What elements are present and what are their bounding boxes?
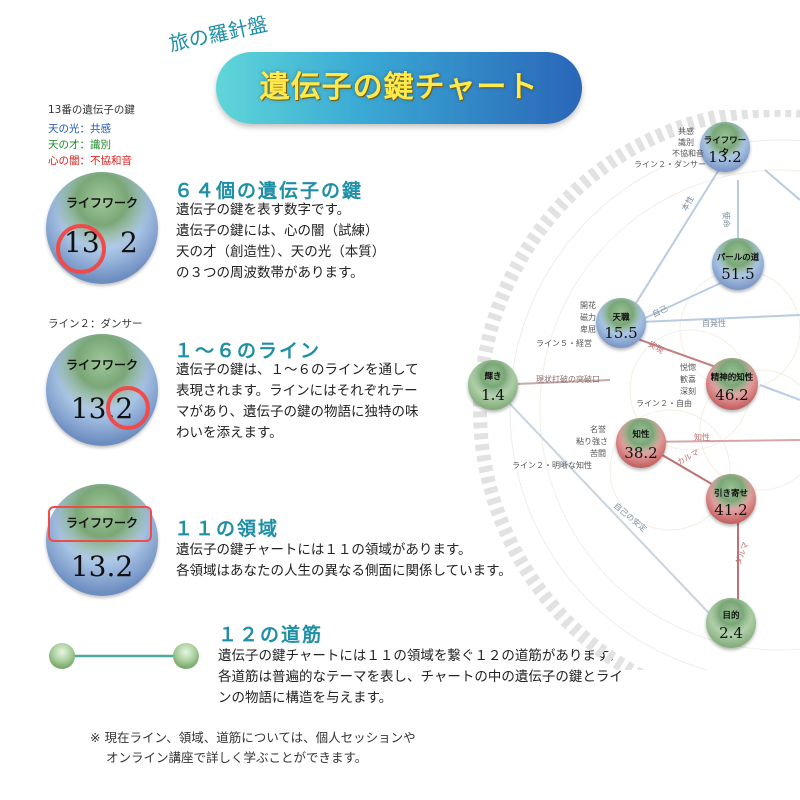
legend-gift: 天の才：識別 xyxy=(48,139,111,151)
annotation-text: 磁力 xyxy=(580,313,596,322)
pathway-icon xyxy=(49,643,199,669)
ball-label: ライフワーク xyxy=(65,358,138,372)
ball-value: 13.2 xyxy=(70,550,134,583)
node-value: 41.2 xyxy=(714,501,748,519)
text-line: 遺伝子の鍵を表す数字です。 xyxy=(176,202,351,218)
legend-shadow: 心の闇：不協和音 xyxy=(48,155,132,167)
ball-label: ライフワーク xyxy=(65,516,138,530)
section-body-pathways: 遺伝子の鍵チャートには１１の領域を繋ぐ１２の道筋があります。 各道筋は普遍的なテ… xyxy=(218,646,623,709)
node-highlight xyxy=(712,238,764,290)
gene-key-ball-example: ライフワーク 13 2 xyxy=(46,172,158,284)
legend-light: 天の光：共感 xyxy=(48,123,111,135)
node-value: 15.5 xyxy=(604,324,638,342)
chart-node-mokuteki[interactable]: 目的 2.4 xyxy=(706,598,756,648)
text-line: 遺伝子の鍵は、１～６のラインを通して xyxy=(176,362,419,378)
node-label: 引き寄せ xyxy=(713,489,748,499)
section-title-spheres: １１の領域 xyxy=(174,518,280,540)
section-title-lines: １～６のライン xyxy=(174,340,322,362)
node-highlight xyxy=(700,122,750,172)
node-label: パールの道 xyxy=(716,253,760,263)
annotation-text: 粘り強さ xyxy=(576,437,608,446)
annotation-text: 深刻 xyxy=(680,387,696,396)
annotation-text: 不協和音 xyxy=(672,149,704,158)
chart-background xyxy=(473,110,800,670)
ball-line-number: 2 xyxy=(120,226,138,259)
ball-label: ライフワーク xyxy=(65,196,138,210)
annotation-text: ライン２・明晰な知性 xyxy=(512,461,592,470)
text-line: 遺伝子の鍵チャートには１１の領域を繋ぐ１２の道筋があります。 xyxy=(218,648,622,664)
path-label: 知性 xyxy=(694,433,710,442)
text-line: 遺伝子の鍵チャートには１１の領域があります。 xyxy=(176,542,472,558)
text-line: 表現されます。ラインにはそれぞれテー xyxy=(176,383,418,399)
chart-node-tenshoku[interactable]: 天職 15.5 xyxy=(596,298,646,348)
footnote: ※ 現在ライン、領域、道筋については、個人セッションや オンライン講座で詳しく学… xyxy=(90,728,416,768)
annotation-text: 歓喜 xyxy=(680,375,696,384)
line-caption: ライン２：ダンサー xyxy=(48,318,143,330)
section-title-pathways: １２の道筋 xyxy=(218,624,324,646)
node-label: 天職 xyxy=(612,313,630,323)
node-highlight xyxy=(706,474,756,524)
annotation-text: ライン２・自由 xyxy=(636,399,692,408)
annotation-text: 識別 xyxy=(678,138,694,147)
chart-node-seishin[interactable]: 精神的知性 46.2 xyxy=(706,358,758,410)
node-label: 知性 xyxy=(632,430,650,440)
node-value: 2.4 xyxy=(719,624,743,642)
annotation-text: 名誉 xyxy=(590,425,606,434)
page-title: 遺伝子の鍵チャート xyxy=(259,70,539,105)
text-line: 各道筋は普遍的なテーマを表し、チャートの中の遺伝子の鍵とライ xyxy=(218,669,623,685)
header-subtitle: 旅の羅針盤 xyxy=(166,11,270,57)
annotation-text: 苦闘 xyxy=(590,449,606,458)
chart-node-lifework[interactable]: ライフワーク 13.2 xyxy=(700,122,750,172)
footnote-line: ※ 現在ライン、領域、道筋については、個人セッションや xyxy=(90,730,416,745)
node-value: 38.2 xyxy=(624,444,658,462)
gene-key-ball-line: ライフワーク 13.2 xyxy=(46,334,158,446)
section-body-keys: 遺伝子の鍵を表す数字です。 遺伝子の鍵には、心の闇（試練） 天の才（創造性）、天… xyxy=(176,200,385,284)
node-highlight xyxy=(706,598,756,648)
node-highlight xyxy=(706,358,758,410)
annotation-text: 開花 xyxy=(580,301,596,310)
chart-node-chisei[interactable]: 知性 38.2 xyxy=(616,418,666,468)
footnote-line: オンライン講座で詳しく学ぶことができます。 xyxy=(106,750,368,765)
section-title-keys: ６４個の遺伝子の鍵 xyxy=(174,180,364,202)
section-body-lines: 遺伝子の鍵は、１～６のラインを通して 表現されます。ラインにはそれぞれテー マが… xyxy=(176,360,419,444)
node-value: 46.2 xyxy=(715,386,749,404)
node-value: 1.4 xyxy=(481,386,505,404)
node-highlight xyxy=(468,360,518,410)
text-line: マがあり、遺伝子の鍵の物語に独特の味 xyxy=(176,404,419,420)
text-line: 天の才（創造性）、天の光（本質） xyxy=(176,244,386,260)
annotation-text: 共感 xyxy=(678,127,694,136)
node-value: 51.5 xyxy=(721,265,755,283)
text-line: ンの物語に構造を与えます。 xyxy=(218,690,393,706)
text-line: 遺伝子の鍵には、心の闇（試練） xyxy=(176,223,379,239)
annotation-text: ライン５・経営 xyxy=(536,339,592,348)
path-label: 自発性 xyxy=(702,319,726,328)
node-label: 目的 xyxy=(722,611,740,621)
node-label: ライフワーク xyxy=(703,136,747,158)
node-label: 輝き xyxy=(484,372,502,382)
node-highlight xyxy=(596,298,646,348)
annotation-text: ライン２・ダンサー xyxy=(634,160,706,169)
annotation-text: 悦惚 xyxy=(680,363,696,372)
section-body-spheres: 遺伝子の鍵チャートには１１の領域があります。 各領域はあなたの人生の異なる側面に… xyxy=(176,540,512,582)
legend-heading: 13番の遺伝子の鍵 xyxy=(48,104,135,116)
ball-highlight xyxy=(46,172,158,284)
node-value: 13.2 xyxy=(708,148,742,166)
node-label: 精神的知性 xyxy=(710,373,754,383)
chart-node-hikiyose[interactable]: 引き寄せ 41.2 xyxy=(706,474,756,524)
text-line: の３つの周波数帯があります。 xyxy=(176,265,364,281)
path-label: 現状打破の突破口 xyxy=(536,375,600,384)
chart-node-pearl[interactable]: パールの道 51.5 xyxy=(712,238,764,290)
text-line: 各領域はあなたの人生の異なる側面に関係しています。 xyxy=(176,563,512,579)
title-banner: 遺伝子の鍵チャート xyxy=(216,52,582,124)
text-line: わいを添えます。 xyxy=(176,425,283,441)
path-label: 使命 xyxy=(721,211,731,228)
highlight-circle-line xyxy=(106,386,150,430)
annotation-text: 卑屈 xyxy=(580,325,596,334)
node-highlight xyxy=(616,418,666,468)
highlight-circle-key xyxy=(56,224,106,274)
chart-node-kagayaki[interactable]: 輝き 1.4 xyxy=(468,360,518,410)
highlight-box-sphere xyxy=(48,506,152,542)
